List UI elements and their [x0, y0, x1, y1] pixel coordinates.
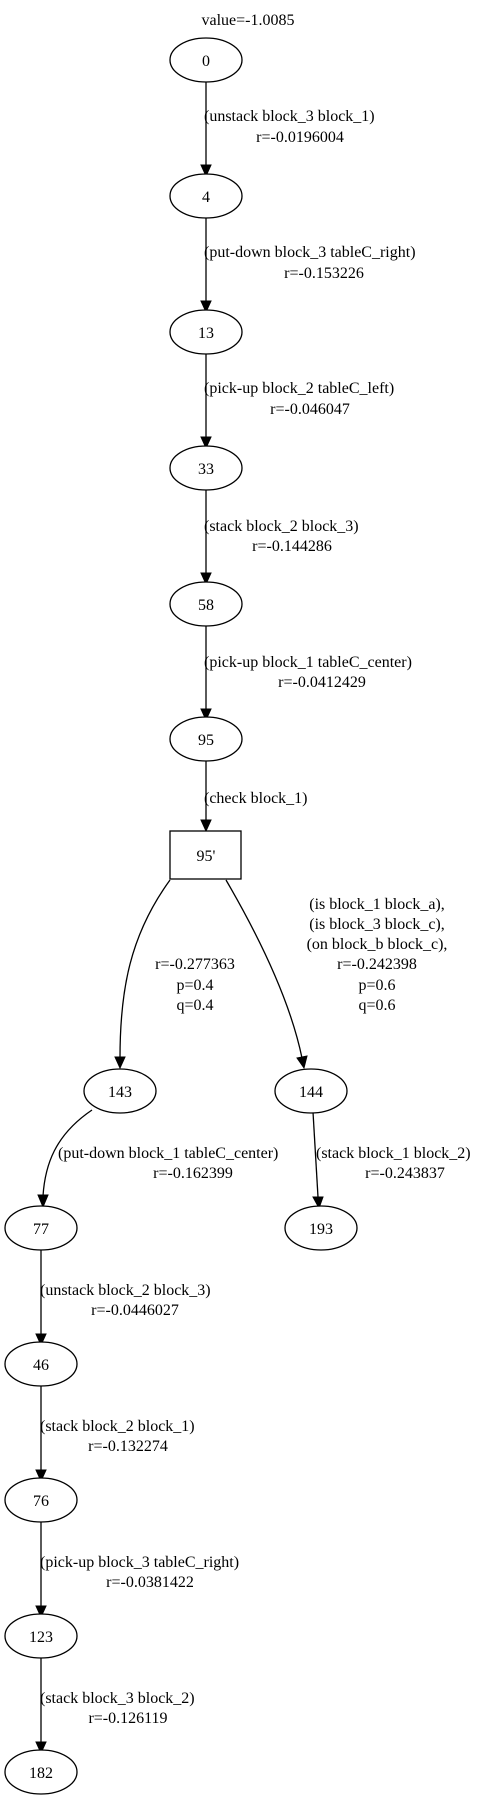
edge-95-95prime: (check block_1) — [200, 760, 308, 833]
node-label: 76 — [33, 1493, 49, 1510]
edge-label-reward: r=-0.046047 — [270, 401, 350, 418]
node-123: 123 — [4, 1613, 78, 1659]
edge-label-action: (pick-up block_2 tableC_left) — [204, 380, 394, 397]
node-label: 46 — [33, 1357, 49, 1374]
node-77: 77 — [4, 1205, 78, 1251]
node-label: 58 — [198, 597, 214, 614]
edge-58-95: (pick-up block_1 tableC_center) r=-0.041… — [200, 626, 412, 722]
node-label: 123 — [29, 1629, 53, 1646]
node-label: 193 — [309, 1221, 333, 1238]
edge-label-reward: r=-0.277363 — [155, 956, 235, 973]
edge-label-action: (pick-up block_1 tableC_center) — [204, 654, 412, 671]
edge-label-reward: r=-0.126119 — [88, 1710, 167, 1727]
edge-144-193: (stack block_1 block_2) r=-0.243837 — [312, 1111, 471, 1210]
edge-123-182: (stack block_3 block_2) r=-0.126119 — [35, 1657, 195, 1755]
edge-label-probability: p=0.6 — [358, 977, 395, 994]
node-label: 33 — [198, 461, 214, 478]
edge-95prime-144: (is block_1 block_a), (is block_3 block_… — [225, 879, 448, 1070]
edge-76-123: (pick-up block_3 tableC_right) r=-0.0381… — [35, 1521, 239, 1619]
node-label: 95 — [198, 732, 214, 749]
node-label: 77 — [33, 1221, 49, 1238]
edge-label-reward: r=-0.162399 — [153, 1165, 233, 1182]
node-13: 13 — [169, 309, 243, 355]
edge-label-action: (pick-up block_3 tableC_right) — [40, 1554, 239, 1571]
edge-4-13: (put-down block_3 tableC_right) r=-0.153… — [200, 218, 416, 314]
node-76: 76 — [4, 1477, 78, 1523]
edge-label-reward: r=-0.243837 — [365, 1165, 445, 1182]
node-label: 144 — [299, 1084, 323, 1101]
edge-label-q: q=0.4 — [176, 997, 213, 1014]
node-0: 0 — [169, 37, 243, 83]
node-label: 0 — [202, 53, 210, 70]
node-95-prime: 95' — [169, 830, 242, 880]
node-46: 46 — [4, 1341, 78, 1387]
edge-33-58: (stack block_2 block_3) r=-0.144286 — [200, 490, 359, 586]
edge-label-action: (stack block_2 block_3) — [204, 518, 359, 535]
edge-label-reward: r=-0.0196004 — [256, 129, 344, 146]
node-label: 143 — [108, 1084, 132, 1101]
edge-label-reward: r=-0.132274 — [88, 1438, 168, 1455]
edge-label-reward: r=-0.0412429 — [278, 674, 366, 691]
edge-label-reward: r=-0.242398 — [337, 956, 417, 973]
node-144: 144 — [274, 1068, 348, 1114]
edge-label-condition: (is block_1 block_a), — [309, 896, 445, 913]
edge-label-action: (check block_1) — [204, 790, 308, 807]
edge-label-reward: r=-0.144286 — [252, 538, 332, 555]
edge-label-action: (put-down block_3 tableC_right) — [204, 244, 416, 261]
node-182: 182 — [4, 1749, 78, 1795]
node-label: 95' — [197, 848, 216, 865]
node-label: 182 — [29, 1765, 53, 1782]
edge-label-condition: (is block_3 block_c), — [309, 916, 445, 933]
node-58: 58 — [169, 581, 243, 627]
edge-46-76: (stack block_2 block_1) r=-0.132274 — [35, 1385, 195, 1483]
edge-0-4: (unstack block_3 block_1) r=-0.0196004 — [200, 82, 375, 178]
edge-label-q: q=0.6 — [358, 997, 395, 1014]
edge-label-condition: (on block_b block_c), — [307, 936, 448, 953]
edge-label-reward: r=-0.153226 — [284, 265, 364, 282]
edge-label-reward: r=-0.0446027 — [91, 1302, 179, 1319]
edge-label-action: (unstack block_3 block_1) — [204, 108, 375, 125]
node-33: 33 — [169, 445, 243, 491]
edge-143-77: (put-down block_1 tableC_center) r=-0.16… — [37, 1109, 278, 1209]
node-4: 4 — [169, 173, 243, 219]
edge-label-reward: r=-0.0381422 — [106, 1574, 194, 1591]
node-label: 13 — [198, 325, 214, 342]
edge-label-action: (stack block_1 block_2) — [316, 1145, 471, 1162]
node-143: 143 — [83, 1068, 157, 1114]
node-193: 193 — [284, 1205, 358, 1251]
edge-label-action: (put-down block_1 tableC_center) — [58, 1145, 278, 1162]
node-label: 4 — [202, 189, 210, 206]
value-label: value=-1.0085 — [202, 12, 295, 29]
edge-label-action: (stack block_2 block_1) — [40, 1418, 195, 1435]
edge-95prime-143: r=-0.277363 p=0.4 q=0.4 — [114, 879, 235, 1070]
edge-13-33: (pick-up block_2 tableC_left) r=-0.04604… — [200, 354, 394, 450]
edge-77-46: (unstack block_2 block_3) r=-0.0446027 — [35, 1248, 211, 1347]
edge-label-action: (unstack block_2 block_3) — [40, 1282, 211, 1299]
edge-label-action: (stack block_3 block_2) — [40, 1690, 195, 1707]
edge-label-probability: p=0.4 — [176, 977, 213, 994]
node-95: 95 — [169, 716, 243, 762]
